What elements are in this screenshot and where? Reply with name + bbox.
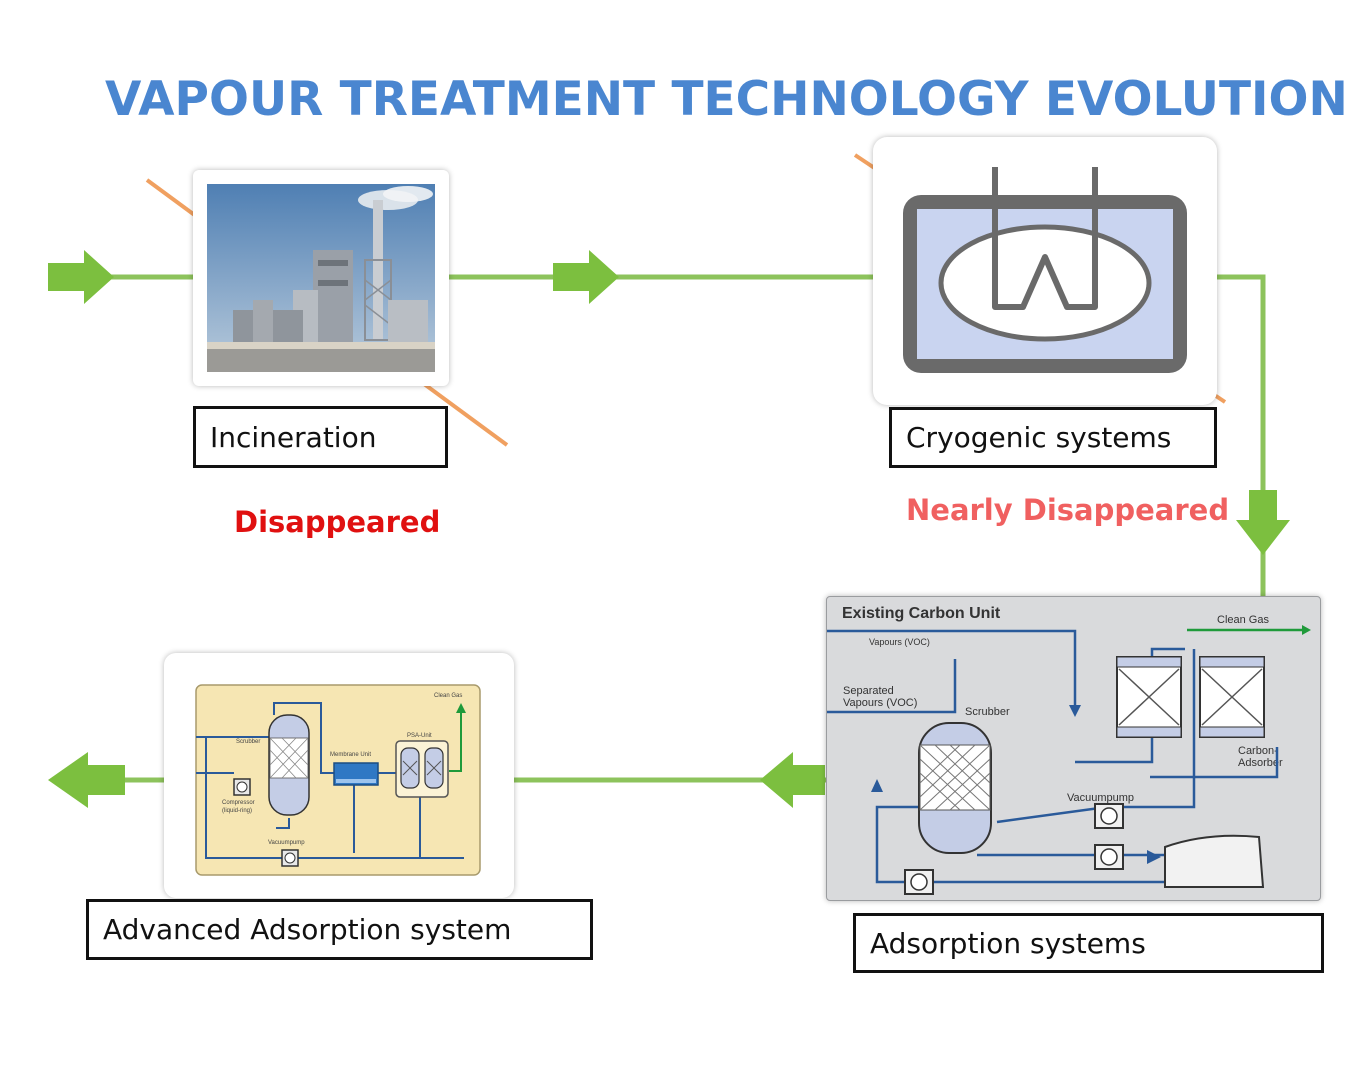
adsorption-diagram-card: Existing Carbon Unit Clean Gas Vapours (… — [826, 596, 1321, 901]
flow-arrow-down — [1236, 490, 1290, 555]
advanced-adsorption-diagram: Clean Gas PSA-Unit Scrubber Membrane Uni… — [195, 684, 481, 876]
psa-unit-label: PSA-Unit — [407, 733, 432, 739]
incineration-status: Disappeared — [234, 505, 441, 539]
clean-gas-label: Clean Gas — [1217, 614, 1269, 626]
incineration-photo — [207, 184, 435, 372]
cryogenic-label: Cryogenic systems — [889, 407, 1217, 468]
incineration-label: Incineration — [193, 406, 448, 468]
cryogenic-status: Nearly Disappeared — [906, 493, 1230, 527]
flow-arrow-output — [48, 752, 125, 808]
cryogenic-heat-exchanger-icon — [903, 167, 1187, 373]
adv-clean-gas-label: Clean Gas — [434, 693, 462, 699]
vapours-label: Vapours (VOC) — [869, 637, 930, 647]
separated-label-2: Vapours (VOC) — [843, 697, 917, 709]
compressor-label-2: (liquid-ring) — [222, 808, 252, 814]
flow-arrow-input — [48, 250, 114, 304]
carbon-unit-heading: Existing Carbon Unit — [842, 605, 1001, 622]
advanced-adsorption-card: Clean Gas PSA-Unit Scrubber Membrane Uni… — [164, 653, 514, 898]
compressor-label-1: Compressor — [222, 800, 255, 806]
existing-carbon-unit-diagram: Existing Carbon Unit Clean Gas Vapours (… — [827, 605, 1311, 895]
advanced-adsorption-label: Advanced Adsorption system — [86, 899, 593, 960]
vacuumpump-label: Vacuumpump — [1067, 792, 1134, 804]
carbon-adsorber-label-2: Adsorber — [1238, 757, 1283, 769]
page-title: VAPOUR TREATMENT TECHNOLOGY EVOLUTION — [105, 72, 1348, 127]
scrubber-label: Scrubber — [965, 706, 1010, 718]
adv-scrubber-label: Scrubber — [236, 739, 260, 745]
flow-arrow-left-middle — [760, 752, 825, 808]
cryogenic-image-card — [873, 137, 1217, 405]
carbon-adsorber-label-1: Carbon- — [1238, 745, 1278, 757]
adv-vacuumpump-label: Vacuumpump — [268, 840, 305, 846]
flow-arrow-middle — [553, 250, 619, 304]
membrane-unit-label: Membrane Unit — [330, 752, 371, 758]
adsorption-label: Adsorption systems — [853, 913, 1324, 973]
separated-label-1: Separated — [843, 685, 894, 697]
flow-line-right — [1215, 274, 1266, 600]
incineration-image-card — [193, 170, 449, 386]
